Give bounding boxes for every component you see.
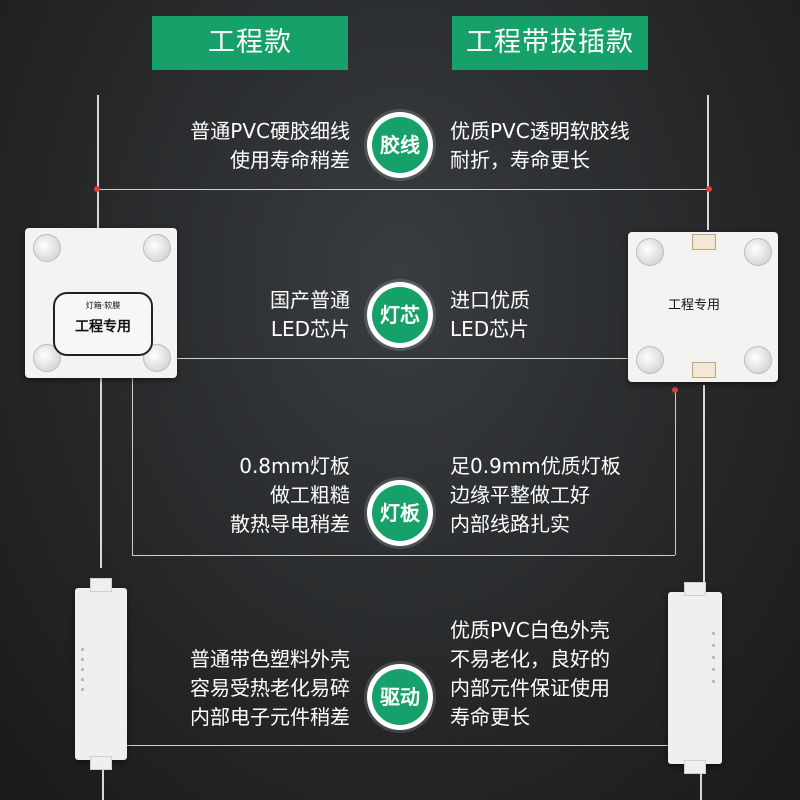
led-chip [143, 234, 171, 262]
text-line: 散热导电稍差 [230, 512, 350, 536]
text-line: 普通PVC硬胶细线 [190, 119, 350, 143]
left-top-wire [97, 95, 99, 230]
driver-tab [684, 760, 706, 774]
vent-hole [712, 656, 715, 659]
board-standard-text: 0.8mm灯板 做工粗糙 散热导电稍差 [230, 452, 350, 539]
driver-standard-text: 普通带色塑料外壳 容易受热老化易碎 内部电子元件稍差 [190, 645, 350, 732]
vent-hole [712, 680, 715, 683]
marker-dot [94, 186, 100, 192]
text-line: 做工粗糙 [270, 483, 350, 507]
vent-hole [712, 668, 715, 671]
text-line: 优质PVC白色外壳 [450, 618, 610, 642]
badge-wire: 胶线 [367, 112, 433, 178]
chip-premium-text: 进口优质 LED芯片 [450, 286, 530, 344]
vent-hole [81, 648, 84, 651]
driver-tab [90, 578, 112, 592]
vent-hole [81, 688, 84, 691]
connector-line-wire [97, 189, 709, 190]
badge-chip: 灯芯 [367, 282, 433, 348]
right-driver-box [668, 582, 722, 774]
driver-premium-text: 优质PVC白色外壳 不易老化，良好的 内部元件保证使用 寿命更长 [450, 616, 610, 732]
connector-vline-board-left [132, 365, 133, 555]
connector-line-board [132, 555, 675, 556]
text-line: 普通带色塑料外壳 [190, 647, 350, 671]
text-line: 国产普通 [270, 288, 350, 312]
text-line: LED芯片 [450, 317, 530, 341]
text-line: 容易受热老化易碎 [190, 676, 350, 700]
tab-plug-in-model[interactable]: 工程带拔插款 [452, 16, 648, 70]
marker-dot [706, 186, 712, 192]
connector-line-chip [160, 358, 650, 359]
vent-hole [712, 644, 715, 647]
text-line: 进口优质 [450, 288, 530, 312]
plug-connector-in [692, 362, 716, 378]
right-led-board: 工程专用 [628, 232, 778, 382]
wire-standard-text: 普通PVC硬胶细线 使用寿命稍差 [190, 117, 350, 175]
text-line: 边缘平整做工好 [450, 483, 590, 507]
badge-board: 灯板 [367, 480, 433, 546]
text-line: 耐折，寿命更长 [450, 148, 590, 172]
right-board-label-main: 工程专用 [668, 298, 721, 313]
left-bottom-wire [102, 770, 104, 800]
text-line: 0.8mm灯板 [239, 454, 350, 478]
led-chip [636, 346, 664, 374]
vent-hole [81, 658, 84, 661]
left-board-label-main: 工程专用 [75, 319, 131, 335]
led-chip [636, 238, 664, 266]
badge-driver-label: 驱动 [372, 669, 428, 725]
led-chip [33, 234, 61, 262]
driver-tab [90, 756, 112, 770]
left-driver-box [75, 578, 127, 770]
led-chip [744, 346, 772, 374]
text-line: 足0.9mm优质灯板 [450, 454, 621, 478]
badge-board-label: 灯板 [372, 485, 428, 541]
wire-premium-text: 优质PVC透明软胶线 耐折，寿命更长 [450, 117, 630, 175]
text-line: 不易老化，良好的 [450, 647, 610, 671]
plug-connector-out [692, 234, 716, 250]
marker-dot [672, 387, 678, 393]
text-line: LED芯片 [270, 317, 350, 341]
vent-hole [712, 632, 715, 635]
left-board-label-small: 灯箱·软膜 [85, 301, 121, 310]
right-bottom-wire [700, 770, 702, 800]
board-premium-text: 足0.9mm优质灯板 边缘平整做工好 内部线路扎实 [450, 452, 621, 539]
text-line: 内部电子元件稍差 [190, 705, 350, 729]
text-line: 内部元件保证使用 [450, 676, 610, 700]
chip-standard-text: 国产普通 LED芯片 [270, 286, 350, 344]
driver-tab [684, 582, 706, 596]
left-led-board: 灯箱·软膜 工程专用 [25, 228, 177, 378]
text-line: 内部线路扎实 [450, 512, 570, 536]
text-line: 使用寿命稍差 [230, 148, 350, 172]
right-top-wire [707, 95, 709, 230]
connector-line-driver [103, 745, 698, 746]
badge-wire-label: 胶线 [372, 117, 428, 173]
left-board-label: 灯箱·软膜 工程专用 [53, 292, 153, 356]
vent-hole [81, 678, 84, 681]
right-mid-wire [703, 385, 705, 590]
tab-engineering-model[interactable]: 工程款 [152, 16, 348, 70]
badge-driver: 驱动 [367, 664, 433, 730]
badge-chip-label: 灯芯 [372, 287, 428, 343]
connector-vline-board-right [675, 390, 676, 555]
vent-hole [81, 668, 84, 671]
led-chip [744, 238, 772, 266]
text-line: 寿命更长 [450, 705, 530, 729]
left-mid-wire [100, 378, 102, 568]
text-line: 优质PVC透明软胶线 [450, 119, 630, 143]
